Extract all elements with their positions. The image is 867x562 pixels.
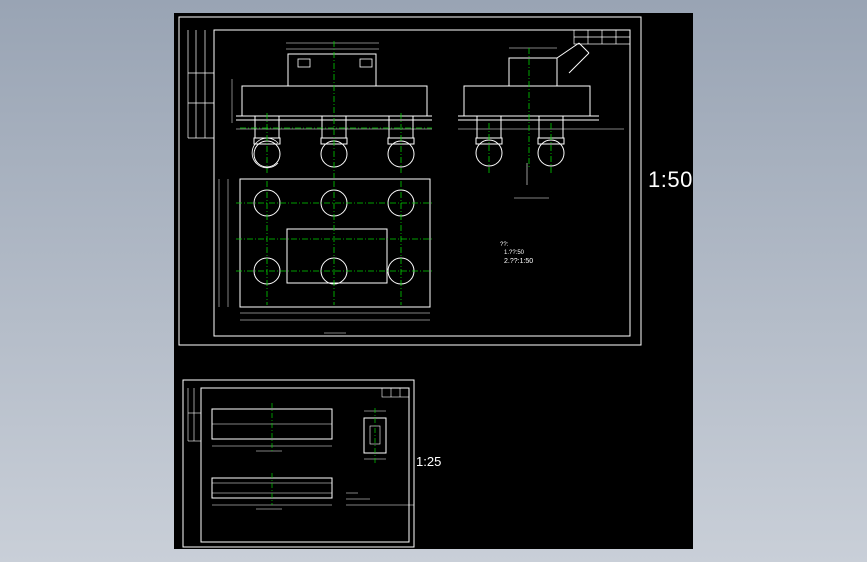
sheet-1-title-block	[573, 29, 631, 45]
sheet-2-title-block	[381, 387, 410, 398]
sheet-2-notes	[346, 492, 414, 506]
sheet-1-notes-group: ??: 1.??:50 2.??:1:50	[500, 242, 533, 265]
sheet-1-scale-label: 1:50	[648, 167, 693, 192]
front-elevation	[231, 42, 432, 169]
sheet-2-outer-border	[182, 379, 415, 548]
sheet-2-binding-strip	[187, 388, 201, 442]
cad-drawing-canvas[interactable]: ??: 1.??:50 2.??:1:50 1:50 1:25	[174, 13, 693, 549]
side-elevation	[458, 42, 624, 199]
sheet-2-inner-border	[200, 387, 410, 543]
sheet-1-binding-strip	[187, 30, 214, 139]
sheet-2-centerlines	[271, 403, 376, 505]
centerlines	[236, 41, 552, 305]
plan-view	[218, 178, 431, 334]
sheet-1-inner-border	[213, 29, 631, 337]
sheet-1-outer-border	[178, 16, 642, 346]
cad-drawing: ??: 1.??:50 2.??:1:50	[178, 16, 642, 548]
sheet-2	[182, 379, 415, 548]
sheet-2-scale-label: 1:25	[416, 454, 442, 469]
notes-line-2: 2.??:1:50	[504, 258, 533, 265]
sheet-1	[178, 16, 642, 346]
notes-line-1: 1.??:50	[504, 250, 525, 256]
notes-title: ??:	[500, 242, 509, 248]
